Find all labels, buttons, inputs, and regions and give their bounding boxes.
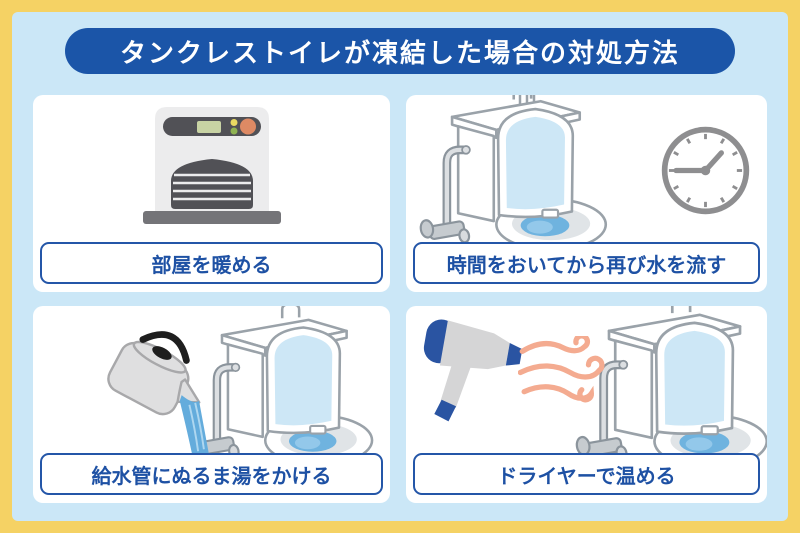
step-caption-box: ドライヤーで温める [413,453,760,495]
step-caption-box: 給水管にぬるま湯をかける [40,453,383,495]
poster-title: タンクレストイレが凍結した場合の対処方法 [119,37,680,68]
toilet-illustration [412,95,612,261]
clock-illustration [658,123,753,218]
step-caption-box: 部屋を暖める [40,242,383,284]
panel-warm-room: 部屋を暖める [33,95,390,292]
warm-air-illustration [518,336,610,408]
step-label: 部屋を暖める [151,254,272,277]
clock-icon [661,126,750,215]
water-stream-icon [179,395,209,456]
step-label: 給水管にぬるま湯をかける [91,465,332,488]
panel-warm-with-dryer: ドライヤーで温める [406,306,767,503]
hair-dryer-icon [423,319,523,422]
warm-air-icon [518,336,605,403]
toilet-icon [412,95,612,261]
fan-heater-illustration [137,103,287,229]
kettle-illustration [85,312,230,457]
panel-wait-and-flush: 時間をおいてから再び水を流す [406,95,767,292]
step-caption-box: 時間をおいてから再び水を流す [413,242,760,284]
kettle-icon [107,331,209,456]
fan-heater-icon [143,107,281,224]
panel-pour-lukewarm-water: 給水管にぬるま湯をかける [33,306,390,503]
hair-dryer-illustration [422,312,527,429]
step-label: ドライヤーで温める [497,465,676,488]
title-banner: タンクレストイレが凍結した場合の対処方法 [65,28,735,74]
step-label: 時間をおいてから再び水を流す [446,254,727,277]
